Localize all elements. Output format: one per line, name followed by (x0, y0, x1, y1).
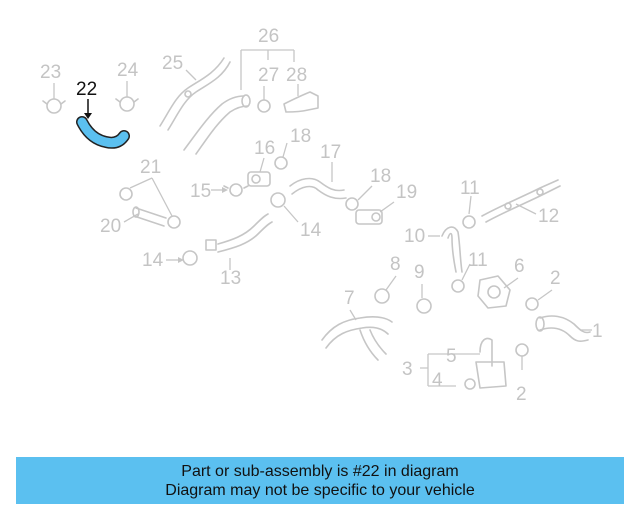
part-14-clamp-a (270, 192, 286, 208)
callout-16-label: 16 (254, 138, 275, 159)
callout-8-label: 8 (390, 254, 401, 275)
callout-17-label: 17 (320, 142, 341, 163)
part-2-clamp-b (515, 343, 529, 357)
part-4-oring (464, 378, 476, 390)
callout-18b-label: 18 (370, 166, 391, 187)
callout-5-label: 5 (446, 346, 457, 367)
part-5-pipe (475, 337, 507, 389)
callout-24-label: 24 (117, 60, 139, 81)
part-19-valve (355, 209, 383, 225)
callout-10-label: 10 (404, 226, 425, 247)
callout-22-arrow (84, 113, 92, 119)
part-10-hose (441, 226, 463, 273)
part-20-hose (132, 206, 167, 227)
part-23-clamp (42, 98, 66, 114)
callout-11b-label: 11 (468, 250, 488, 271)
callout-14a-label: 14 (300, 220, 322, 241)
callout-23-label: 23 (40, 62, 61, 83)
part-8-clamp (374, 288, 390, 304)
callout-19-label: 19 (396, 182, 417, 203)
part-15-clamp (223, 183, 249, 197)
part-22-hose[interactable] (76, 116, 130, 149)
callout-9-label: 9 (414, 262, 425, 283)
banner-line-2: Diagram may not be specific to your vehi… (165, 481, 475, 499)
callout-7-label: 7 (344, 288, 355, 309)
banner-line-1: Part or sub-assembly is #22 in diagram (181, 462, 459, 480)
part-6-housing (477, 275, 511, 309)
part-14-clamp-b (182, 250, 198, 266)
part-1-hose (535, 315, 591, 342)
part-17-hose (289, 177, 347, 200)
part-24-clamp (115, 96, 139, 112)
callout-28-label: 28 (286, 65, 307, 86)
callout-2b-label: 2 (516, 384, 527, 405)
callout-14b-label: 14 (142, 250, 164, 271)
part-7-hose (321, 316, 393, 361)
part-12-pipe (481, 179, 561, 223)
callout-2a-label: 2 (550, 268, 561, 289)
part-25-pipe (159, 57, 231, 131)
callout-27-label: 27 (258, 65, 279, 86)
callout-22-label: 22 (76, 79, 97, 100)
callout-12-label: 12 (538, 206, 559, 227)
part-28-fitting (283, 91, 319, 113)
callout-25-label: 25 (162, 53, 183, 74)
callout-13-label: 13 (220, 268, 241, 289)
part-2-clamp-a (525, 297, 539, 311)
callout-26-label: 26 (258, 26, 279, 47)
callout-18a-label: 18 (290, 126, 311, 147)
part-26-hose (183, 94, 251, 155)
callout-15-label: 15 (190, 181, 211, 202)
callout-4-label: 4 (432, 370, 443, 391)
part-18-clamp-b (345, 197, 359, 211)
part-16-valve (247, 171, 271, 187)
part-27-clamp (257, 99, 271, 113)
part-13-hose (205, 213, 273, 253)
callout-20-label: 20 (100, 216, 121, 237)
part-18-clamp-a (274, 156, 288, 170)
part-9-clamp (416, 298, 432, 314)
callout-6-label: 6 (514, 256, 525, 277)
callout-3-label: 3 (402, 359, 413, 380)
part-11-clamp-a (462, 215, 476, 229)
part-11-clamp-b (451, 279, 465, 293)
info-banner: Part or sub-assembly is #22 in diagram D… (16, 457, 624, 504)
part-21-clamps (119, 187, 181, 229)
parts-diagram: 22 23 24 25 26 27 28 16 (40, 26, 603, 405)
callout-21-label: 21 (140, 157, 161, 178)
callout-1-label: 1 (592, 321, 603, 342)
callout-11a-label: 11 (460, 178, 480, 199)
